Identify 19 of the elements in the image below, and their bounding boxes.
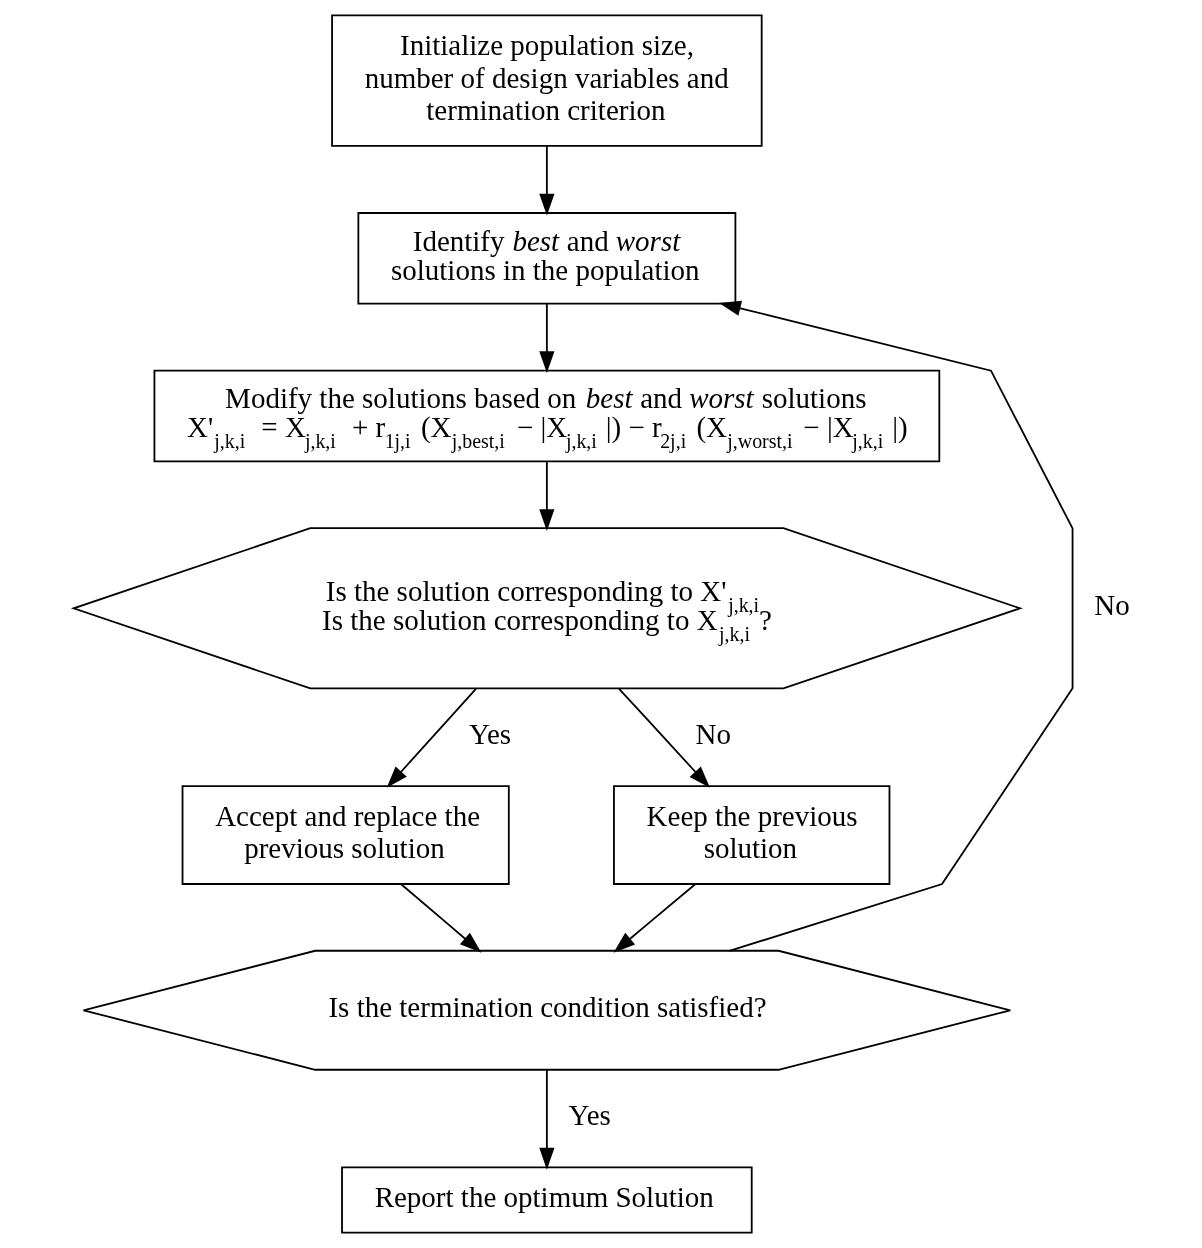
arrow bbox=[719, 300, 1074, 952]
edge-label: No bbox=[1094, 589, 1130, 622]
edge-label: Yes bbox=[468, 718, 512, 751]
arrow bbox=[386, 687, 477, 788]
arrow bbox=[539, 302, 555, 374]
arrow bbox=[539, 460, 555, 531]
arrow bbox=[613, 883, 697, 953]
node-box: Identify best and worst solutions in the population bbox=[357, 212, 737, 305]
node-box: Report the optimum Solution bbox=[341, 1166, 753, 1234]
edge-label: No bbox=[695, 718, 731, 751]
node-box: Modify the solutions based on best and worst solutions X'$_{j,k,i}$ = X$_{j,k,i}$ + r$_{1j,i}$(X$_{j,best,i}$ − |X$_{j,k,i}$|) − r$_{2j,i}$(X$_{j,worst,i}$ − |X$_{j,k,i}$|) bbox=[153, 369, 941, 463]
node-box: Accept and replace the previous solution bbox=[181, 785, 510, 885]
node-box: Keep the previous solution bbox=[613, 785, 891, 885]
arrow bbox=[618, 687, 710, 788]
node-box: Initialize population size, number of design variables and termination criterion bbox=[331, 14, 763, 147]
arrow bbox=[539, 145, 555, 216]
edge-label: Yes bbox=[568, 1099, 611, 1132]
arrow bbox=[539, 1069, 555, 1170]
arrow bbox=[400, 883, 482, 953]
